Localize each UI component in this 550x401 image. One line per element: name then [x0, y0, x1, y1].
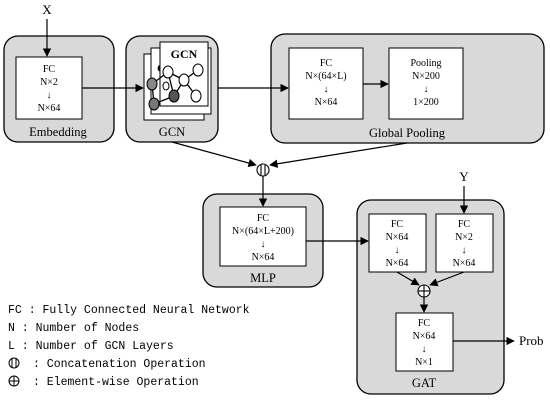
- legend-n: N : Number of Nodes: [8, 322, 139, 335]
- input-y-label: Y: [459, 169, 469, 184]
- gat-fc-right-in: N×2: [455, 232, 473, 243]
- embedding-fc-arrow: ↓: [47, 90, 52, 101]
- gcn-stack: C GCN: [143, 41, 212, 121]
- embedding-fc-in: N×2: [40, 77, 58, 88]
- embedding-fc-out: N×64: [38, 103, 61, 114]
- legend-l: L : Number of GCN Layers: [8, 340, 174, 353]
- gat-fc-bottom-box: [395, 312, 454, 372]
- input-x-label: X: [42, 2, 52, 17]
- output-prob-label: Prob: [519, 333, 544, 348]
- gat-fc-right-box: [435, 213, 494, 273]
- mlp-caption: MLP: [250, 271, 276, 285]
- mlp-fc-out: N×64: [252, 252, 275, 263]
- pooling-out: 1×200: [413, 97, 439, 108]
- legend-elementwise-icon: [8, 375, 20, 387]
- gat-fc-right-arrow: ↓: [462, 245, 467, 256]
- pooling-in: N×200: [412, 71, 440, 82]
- gcn-graph-nodes: [146, 63, 204, 111]
- legend-concat-icon: [8, 357, 20, 369]
- gat-fc-bottom-in: N×64: [413, 331, 436, 342]
- mlp-fc-in: N×(64×L+200): [232, 226, 294, 237]
- embedding-fc-box: [15, 56, 83, 120]
- mlp-fc-box: [219, 206, 307, 267]
- legend-elementwise: : Element-wise Operation: [33, 376, 199, 389]
- mlp-fc-arrow: ↓: [261, 239, 266, 250]
- gat-fc-right-title: FC: [458, 219, 471, 230]
- flow-arrows: [42, 19, 515, 346]
- legend: FC : Fully Connected Neural Network N : …: [8, 304, 250, 389]
- elementwise-operator-icon: [417, 284, 431, 298]
- pooling-fc-out: N×64: [315, 97, 338, 108]
- pooling-arrow: ↓: [424, 84, 429, 95]
- pooling-title: Pooling: [410, 58, 441, 69]
- pooling-fc-title: FC: [320, 58, 333, 69]
- pooling-box: [388, 47, 464, 120]
- global-pooling-caption: Global Pooling: [369, 126, 446, 140]
- gat-fc-left-arrow: ↓: [395, 245, 400, 256]
- gcn-card-label: GCN: [171, 47, 198, 61]
- embedding-fc-title: FC: [43, 64, 56, 75]
- gat-fc-bottom-out: N×1: [415, 357, 433, 368]
- gat-fc-left-title: FC: [391, 219, 404, 230]
- gat-fc-bottom-arrow: ↓: [422, 344, 427, 355]
- concat-operator-icon: [256, 163, 270, 177]
- gcn-caption: GCN: [159, 125, 185, 139]
- pooling-fc-arrow: ↓: [324, 84, 329, 95]
- gat-caption: GAT: [412, 376, 437, 390]
- pooling-fc-in: N×(64×L): [305, 71, 346, 82]
- legend-fc: FC : Fully Connected Neural Network: [8, 304, 250, 317]
- gat-fc-right-out: N×64: [453, 258, 476, 269]
- embedding-caption: Embedding: [29, 125, 87, 139]
- gat-fc-bottom-title: FC: [418, 318, 431, 329]
- mlp-fc-title: FC: [257, 213, 270, 224]
- legend-concat: : Concatenation Operation: [33, 358, 206, 371]
- gat-fc-left-in: N×64: [386, 232, 409, 243]
- gat-fc-left-out: N×64: [386, 258, 409, 269]
